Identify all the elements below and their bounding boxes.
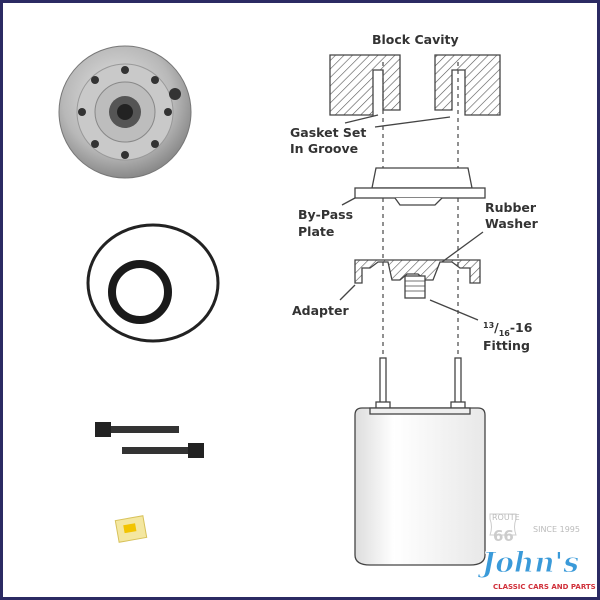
- label-gasket: Gasket Set: [290, 125, 366, 140]
- svg-text:John's: John's: [477, 546, 579, 579]
- bolt-photo: [95, 422, 179, 437]
- label-washer: Rubber: [485, 200, 537, 215]
- label-bypass-2: Plate: [298, 224, 334, 239]
- alignment-lines: [382, 62, 459, 360]
- adapter: [354, 259, 481, 284]
- block-left: [329, 54, 401, 116]
- svg-text:66: 66: [493, 527, 514, 545]
- svg-text:SINCE 1995: SINCE 1995: [533, 525, 580, 534]
- svg-text:CLASSIC CARS AND PARTS: CLASSIC CARS AND PARTS: [493, 583, 596, 591]
- label-bypass: By-Pass: [298, 207, 353, 222]
- label-adapter: Adapter: [292, 303, 349, 318]
- filter-canister: [354, 407, 486, 566]
- label-block-cavity: Block Cavity: [372, 32, 459, 47]
- label-fitting: 13/16-16: [483, 320, 533, 338]
- label-gasket-2: In Groove: [290, 141, 358, 156]
- bolt-photo: [122, 443, 204, 458]
- exploded-diagram: Block Cavity Gasket Set In Groove By-Pas…: [290, 32, 539, 566]
- bolt: [450, 357, 466, 411]
- johns-logo: ROUTE 66 SINCE 1995 John's CLASSIC CARS …: [477, 513, 596, 591]
- label-washer-2: Washer: [485, 216, 539, 231]
- label-fitting-2: Fitting: [483, 338, 530, 353]
- sealant-packet-photo: [114, 515, 148, 543]
- bolt: [375, 357, 391, 411]
- svg-text:ROUTE: ROUTE: [492, 513, 520, 522]
- block-right: [434, 54, 501, 116]
- product-illustration: Block Cavity Gasket Set In Groove By-Pas…: [58, 32, 596, 591]
- rubber-washer-photo: [108, 260, 172, 324]
- large-o-ring-photo: [86, 223, 220, 343]
- bypass-plate-photo: [58, 45, 192, 179]
- bypass-plate: [371, 167, 473, 189]
- fitting: [404, 275, 426, 299]
